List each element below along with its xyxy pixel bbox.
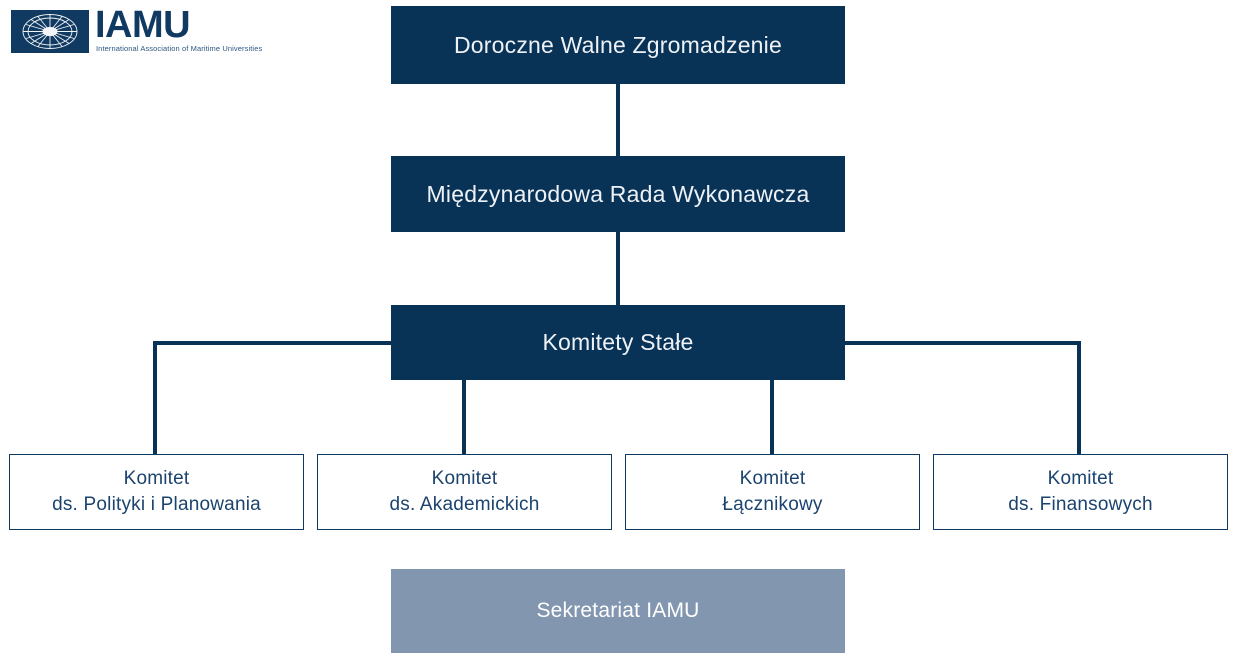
- node-committee-academic[interactable]: Komitet ds. Akademickich: [317, 454, 612, 530]
- compass-rose-icon: [11, 10, 89, 53]
- node-label-block: Komitet Łącznikowy: [722, 466, 822, 518]
- node-committee-finance[interactable]: Komitet ds. Finansowych: [933, 454, 1228, 530]
- node-label-block: Komitet ds. Finansowych: [1008, 466, 1153, 518]
- node-label: Doroczne Walne Zgromadzenie: [454, 31, 782, 58]
- node-label-line-1: Komitet: [1047, 468, 1114, 489]
- node-iamu-secretariat[interactable]: Sekretariat IAMU: [391, 569, 845, 653]
- node-label-line-2: Łącznikowy: [722, 494, 823, 515]
- node-committee-policy-and-planning[interactable]: Komitet ds. Polityki i Planowania: [9, 454, 304, 530]
- node-standing-committees[interactable]: Komitety Stałe: [391, 305, 845, 380]
- connector-committees-to-liaison: [770, 380, 774, 455]
- connector-assembly-to-board: [616, 84, 620, 156]
- node-label-line-1: Komitet: [739, 468, 806, 489]
- logo-text-block: IAMU International Association of Mariti…: [95, 4, 262, 56]
- connector-committees-to-academic: [462, 380, 466, 455]
- node-label-line-2: ds. Akademickich: [389, 494, 540, 515]
- logo-full-name: International Association of Maritime Un…: [96, 44, 263, 53]
- node-label-line-2: ds. Polityki i Planowania: [52, 494, 261, 515]
- node-label: Komitety Stałe: [542, 329, 694, 355]
- node-committee-liaison[interactable]: Komitet Łącznikowy: [625, 454, 920, 530]
- connector-committees-right-horizontal: [843, 341, 1081, 345]
- node-label-block: Komitet ds. Akademickich: [390, 466, 540, 518]
- node-label-line-1: Komitet: [431, 468, 498, 489]
- node-label-line-1: Komitet: [123, 468, 190, 489]
- node-label-block: Komitet ds. Polityki i Planowania: [52, 466, 261, 518]
- node-label: Międzynarodowa Rada Wykonawcza: [426, 180, 810, 207]
- node-international-executive-board[interactable]: Międzynarodowa Rada Wykonawcza: [391, 156, 845, 232]
- connector-committees-to-policy-planning: [153, 341, 157, 455]
- connector-board-to-committees: [616, 232, 620, 305]
- node-label-line-2: ds. Finansowych: [1008, 494, 1153, 515]
- connector-committees-to-finance: [1077, 341, 1081, 455]
- iamu-logo: IAMU International Association of Mariti…: [11, 6, 262, 56]
- connector-committees-left-horizontal: [153, 341, 393, 345]
- node-label: Sekretariat IAMU: [536, 599, 700, 622]
- logo-acronym: IAMU: [95, 4, 191, 46]
- node-annual-general-assembly[interactable]: Doroczne Walne Zgromadzenie: [391, 6, 845, 84]
